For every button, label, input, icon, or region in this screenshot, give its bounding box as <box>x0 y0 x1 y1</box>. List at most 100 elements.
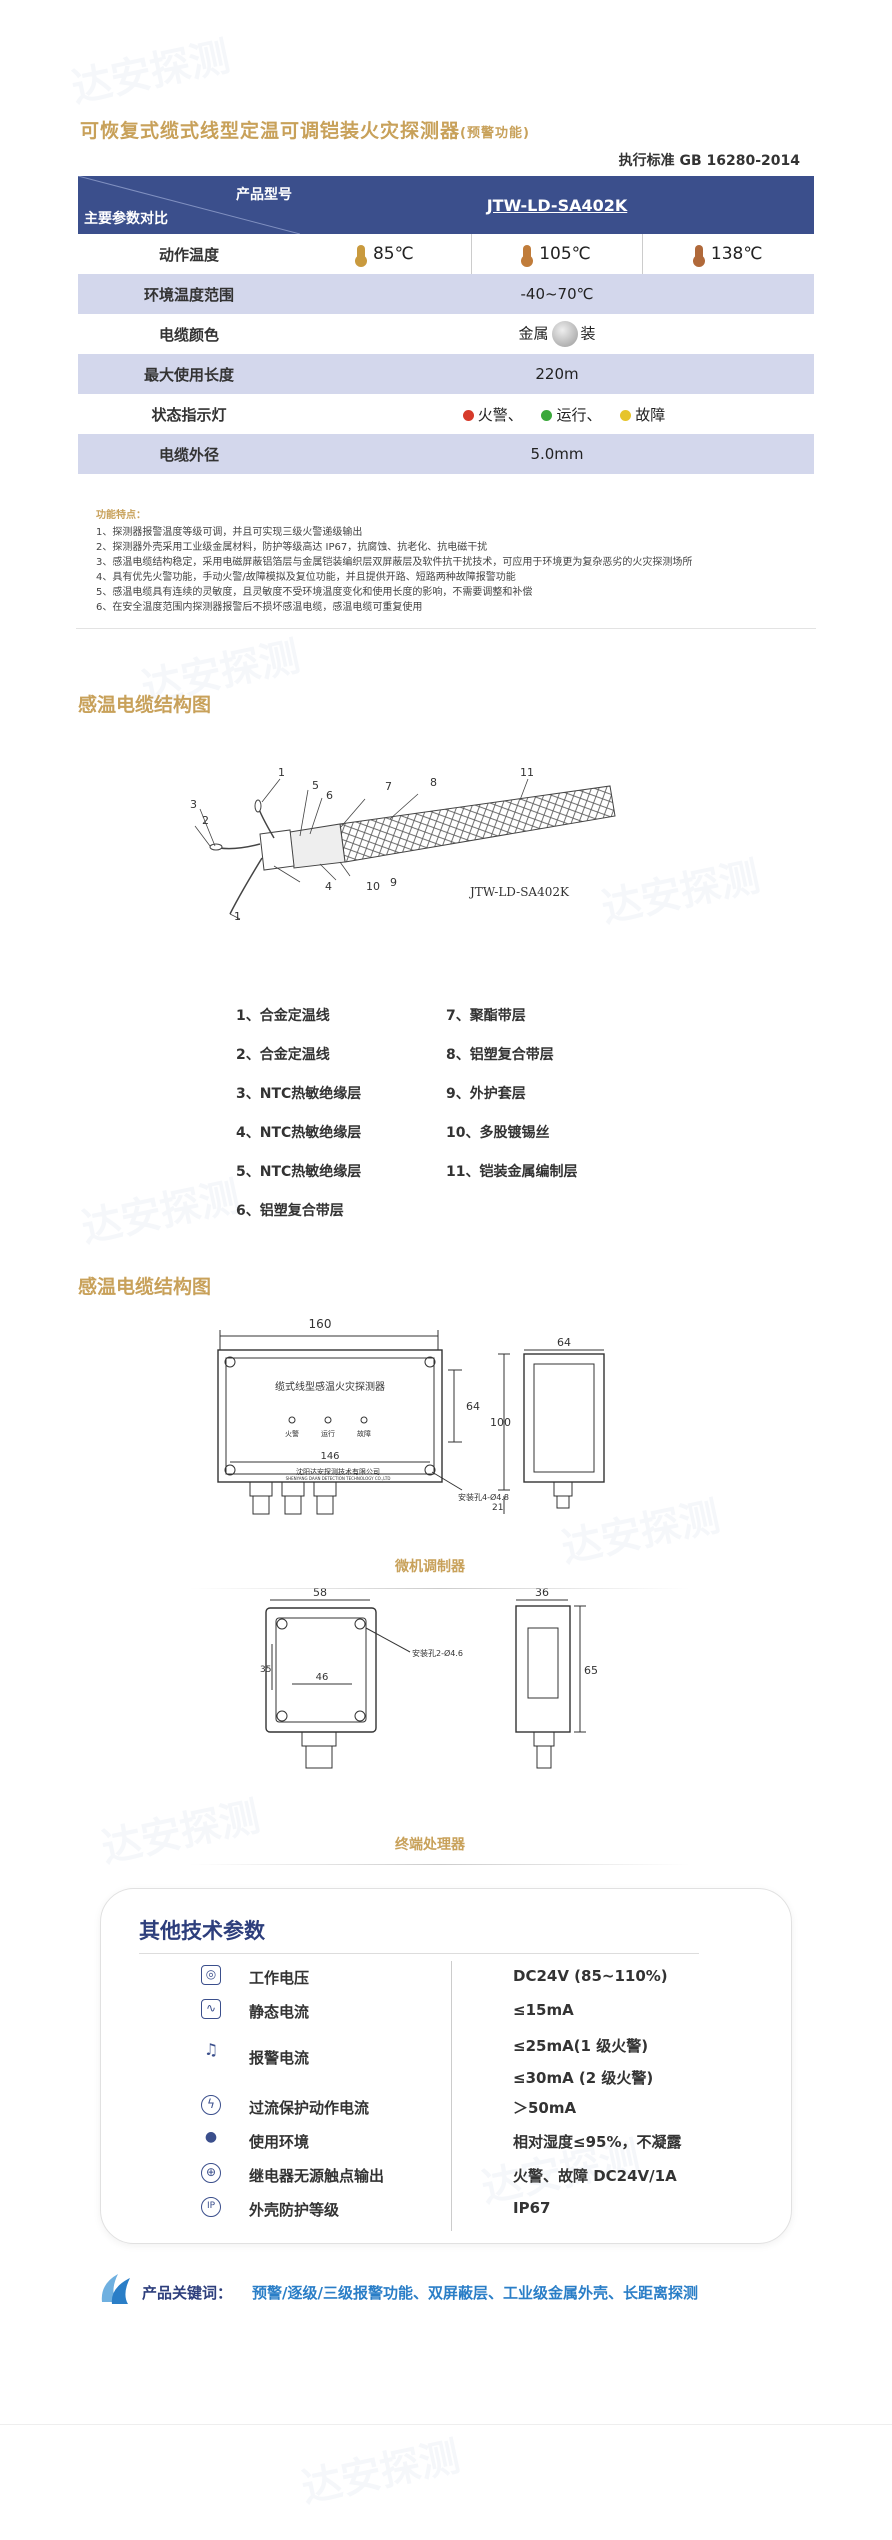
divider <box>0 2424 892 2425</box>
yellow-led-icon <box>620 409 632 421</box>
led-run: 运行、 <box>556 405 602 424</box>
param-name: 使用环境 <box>249 2133 310 2151</box>
callout-6: 6 <box>326 789 333 802</box>
feature-item: 1、探测器报警温度等级可调，并且可实现三级火警递级输出 <box>96 527 363 538</box>
temp-105: 105℃ <box>539 244 591 264</box>
overcurrent-icon: ϟ <box>201 2095 221 2115</box>
legend-item: 7、聚酯带层 <box>446 1008 526 1024</box>
features-title: 功能特点： <box>96 510 146 521</box>
legend-item: 4、NTC热敏绝缘层 <box>236 1125 362 1141</box>
callout-10: 10 <box>366 880 380 893</box>
panel-led-fire: 火警 <box>285 1429 299 1438</box>
table-header-corner: 产品型号 主要参数对比 <box>78 176 300 234</box>
panel-company: 沈阳达安探测技术有限公司 <box>296 1467 380 1476</box>
param-name: 报警电流 <box>249 2049 310 2067</box>
legend-item: 10、多股镀锡丝 <box>446 1125 550 1141</box>
callout-1: 1 <box>278 766 285 779</box>
header-model-label: 产品型号 <box>236 187 292 203</box>
legend-item: 11、铠装金属编制层 <box>446 1164 578 1180</box>
divider <box>139 1953 699 1954</box>
param-value: ≤25mA(1 级火警) <box>513 2037 649 2055</box>
features-block: 功能特点： 1、探测器报警温度等级可调，并且可实现三级火警递级输出 2、探测器外… <box>76 508 816 629</box>
params-card: 其他技术参数 ◎ 工作电压 DC24V (85~110%) ∿ 静态电流 ≤15… <box>100 1888 792 2244</box>
relay-icon: ⊕ <box>201 2163 221 2183</box>
legend-item: 2、合金定温线 <box>236 1047 330 1063</box>
table-row: 电缆颜色 金属装 <box>78 314 814 354</box>
row-label: 环境温度范围 <box>78 274 300 314</box>
hole-note-top: 安装孔4-Ø4.8 <box>458 1492 509 1502</box>
cable-structure-diagram: JTW-LD-SA402K 1 2 3 4 5 6 7 8 9 10 11 1 <box>190 766 616 923</box>
table-row: 动作温度 85℃ 105℃ 138℃ <box>78 234 814 274</box>
param-name: 静态电流 <box>249 2003 310 2021</box>
legend-item: 1、合金定温线 <box>236 1008 330 1024</box>
keywords-text: 预警/逐级/三级报警功能、双屏蔽层、工业级金属外壳、长距离探测 <box>252 2284 698 2302</box>
water-drop-icon <box>101 2274 130 2304</box>
device-dimension-drawing: 160 146 64 64 100 21 缆式线型感温火灾探测器 火警 运行 故… <box>217 1317 605 1769</box>
static-current-icon: ∿ <box>201 1999 221 2019</box>
row-label: 状态指示灯 <box>78 394 300 434</box>
title-text: 可恢复式缆式线型定温可调铠装火灾探测器 <box>80 120 461 142</box>
feature-item: 6、在安全温度范围内探测器报警后不损坏感温电缆，感温电缆可重复使用 <box>96 602 423 613</box>
dim-65: 65 <box>584 1664 598 1677</box>
led-fault: 故障 <box>635 405 666 424</box>
param-value: ≤30mA (2 级火警) <box>513 2069 654 2087</box>
panel-led-fault: 故障 <box>357 1429 371 1438</box>
dim-21: 21 <box>492 1503 503 1513</box>
callout-3: 3 <box>190 798 197 811</box>
caption-micro-modulator: 微机调制器 <box>395 1559 465 1575</box>
page-title: 可恢复式缆式线型定温可调铠装火灾探测器(预警功能) <box>80 116 530 143</box>
row-label: 最大使用长度 <box>78 354 300 394</box>
temp-85: 85℃ <box>372 244 414 264</box>
watermark: 达安探测 <box>597 853 764 933</box>
param-name: 过流保护动作电流 <box>249 2099 370 2117</box>
dim-35: 35 <box>260 1665 271 1675</box>
caption-terminal-processor: 终端处理器 <box>395 1837 465 1853</box>
param-name: 工作电压 <box>249 1969 310 1987</box>
panel-company-en: SHENYANG DAAN DETECTION TECHNOLOGY CO.,L… <box>286 1476 391 1481</box>
divider <box>190 1588 690 1589</box>
table-row: 环境温度范围 -40~70℃ <box>78 274 814 314</box>
row-label: 电缆外径 <box>78 434 300 474</box>
callout-11: 11 <box>520 766 534 779</box>
green-led-icon <box>541 409 553 421</box>
model-number: JTW-LD-SA402K <box>300 176 814 234</box>
color-pre: 金属 <box>518 324 549 343</box>
dim-64-front: 64 <box>466 1400 480 1413</box>
params-title: 其他技术参数 <box>139 1919 265 1943</box>
panel-led-run: 运行 <box>321 1429 335 1438</box>
param-value: DC24V (85~110%) <box>513 1967 668 1985</box>
hole-note-bottom: 安装孔2-Ø4.6 <box>412 1648 463 1658</box>
watermark: 达安探测 <box>67 33 234 113</box>
legend-item: 8、铝塑复合带层 <box>446 1047 554 1063</box>
temp-138: 138℃ <box>710 244 763 264</box>
param-value: 火警、故障 DC24V/1A <box>513 2167 677 2185</box>
thermometer-icon <box>354 245 367 267</box>
environment-icon: ● <box>204 2129 218 2145</box>
row-label: 电缆颜色 <box>78 314 300 354</box>
spec-table: 产品型号 主要参数对比 JTW-LD-SA402K 动作温度 85℃ 105℃ … <box>78 176 814 474</box>
legend-item: 6、铝塑复合带层 <box>236 1203 344 1219</box>
callout-4: 4 <box>325 880 332 893</box>
header-compare-label: 主要参数对比 <box>84 211 168 227</box>
param-value: ＞50mA <box>513 2099 577 2117</box>
callout-7: 7 <box>385 780 392 793</box>
param-name: 外壳防护等级 <box>249 2201 340 2219</box>
cable-section-title: 感温电缆结构图 <box>78 694 212 716</box>
callout-1b: 1 <box>234 910 241 923</box>
title-suffix: (预警功能) <box>460 126 530 141</box>
dim-160: 160 <box>309 1317 332 1331</box>
row-value: 5.0mm <box>300 434 814 474</box>
led-fire: 火警、 <box>477 405 523 424</box>
feature-item: 4、具有优先火警功能，手动火警/故障模拟及复位功能，并且提供开路、短路两种故障报… <box>96 572 516 583</box>
alarm-bell-icon: ♫ <box>203 2040 219 2059</box>
panel-title: 缆式线型感温火灾探测器 <box>275 1380 385 1393</box>
watermark: 达安探测 <box>77 1173 244 1253</box>
dim-64-side: 64 <box>557 1336 571 1349</box>
voltage-icon: ◎ <box>201 1965 221 1985</box>
callout-8: 8 <box>430 776 437 789</box>
table-row: 最大使用长度 220m <box>78 354 814 394</box>
thermometer-icon <box>521 245 534 267</box>
standard-label: 执行标准 GB 16280-2014 <box>618 153 800 169</box>
callout-5: 5 <box>312 779 319 792</box>
legend-item: 3、NTC热敏绝缘层 <box>236 1086 362 1102</box>
